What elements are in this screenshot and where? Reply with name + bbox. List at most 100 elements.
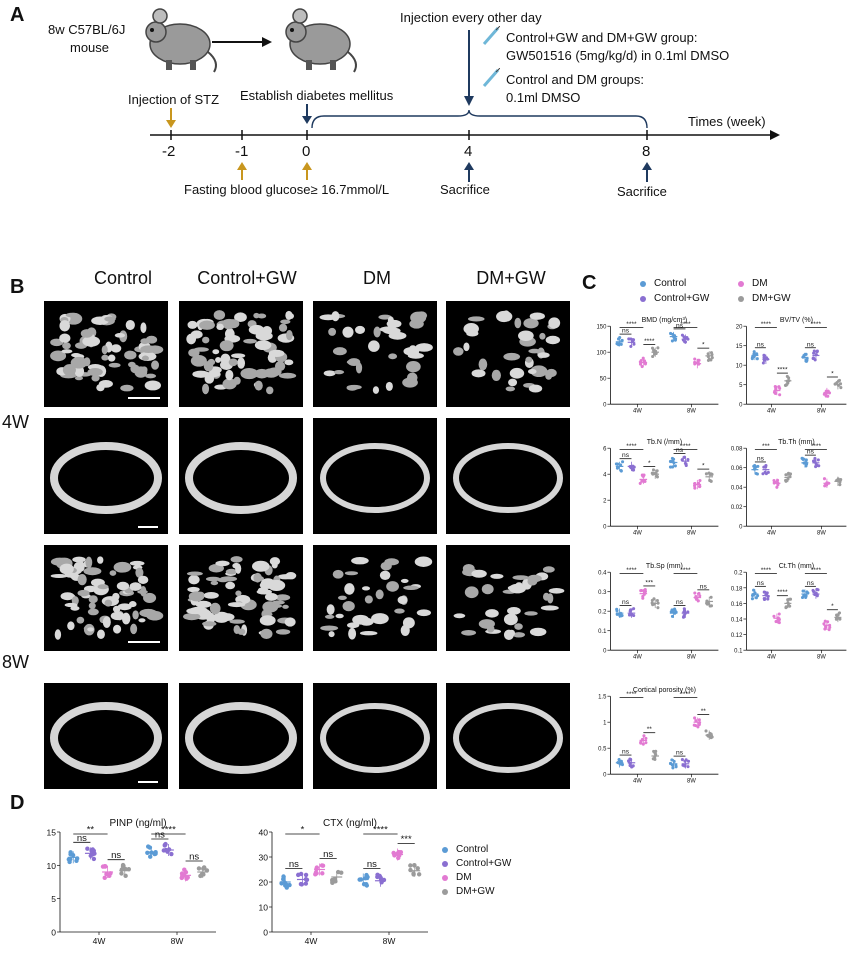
data-point xyxy=(287,882,292,888)
chart-title: CTX (ng/ml) xyxy=(323,818,377,829)
data-point xyxy=(783,605,788,609)
column-header-dm: DM xyxy=(363,268,391,288)
significance-label: ns xyxy=(676,599,684,606)
significance-label: ns xyxy=(622,327,630,334)
y-tick-label: 0 xyxy=(739,402,743,408)
row-header-4w: 4W xyxy=(2,412,29,432)
data-point xyxy=(642,734,646,738)
scale-bar xyxy=(128,641,160,643)
x-tick-label: 8W xyxy=(171,936,184,946)
data-point xyxy=(750,356,754,360)
scale-bar xyxy=(138,526,158,528)
y-tick-label: 5 xyxy=(739,383,743,389)
data-point xyxy=(91,856,97,862)
trabecular-bone-ct-image xyxy=(179,545,303,651)
data-point xyxy=(638,588,642,592)
data-point xyxy=(804,359,808,363)
cortical-bone-ct-image xyxy=(179,683,303,789)
data-point xyxy=(303,872,309,878)
chart-title: Tb.Th (mm) xyxy=(778,439,815,446)
data-point xyxy=(777,386,781,390)
y-tick-label: 0.3 xyxy=(598,590,607,596)
y-tick-label: 5 xyxy=(51,894,56,904)
data-point xyxy=(631,764,635,768)
scale-bar xyxy=(128,397,160,399)
chart-title: Ct.Th (mm) xyxy=(778,563,813,570)
legend-label: DM xyxy=(752,278,768,289)
data-point xyxy=(773,384,777,388)
data-point xyxy=(823,624,827,629)
data-point xyxy=(772,614,776,618)
data-point xyxy=(655,605,660,610)
legend-dot xyxy=(442,860,448,867)
significance-label: ns xyxy=(756,580,764,587)
y-tick-label: 0 xyxy=(603,648,607,654)
data-point xyxy=(626,759,630,763)
significance-label: **** xyxy=(626,443,637,450)
significance-label: ns xyxy=(806,580,814,587)
significance-label: ns xyxy=(676,447,684,454)
legend-c-dm-gw: DM+GW xyxy=(738,293,791,304)
data-point xyxy=(632,342,636,346)
data-point xyxy=(655,346,660,350)
y-tick-label: 0 xyxy=(739,524,743,530)
significance-label: **** xyxy=(760,321,771,328)
data-point xyxy=(620,460,624,464)
tick-8: 8 xyxy=(642,143,651,160)
x-tick-label: 8W xyxy=(817,530,826,536)
times-axis-label: Times (week) xyxy=(688,114,766,129)
y-tick-label: 150 xyxy=(596,324,607,330)
data-point xyxy=(801,589,805,593)
legend-dot xyxy=(442,874,448,881)
significance-label: ns xyxy=(756,455,764,462)
significance-label: ** xyxy=(646,726,652,733)
data-point xyxy=(631,338,635,342)
y-tick-label: 20 xyxy=(735,324,742,330)
x-tick-label: 4W xyxy=(93,936,106,946)
data-point xyxy=(320,871,325,876)
data-point xyxy=(697,718,701,722)
y-tick-label: 0 xyxy=(603,772,607,778)
y-tick-label: 0 xyxy=(51,928,56,938)
significance-label: ns xyxy=(622,452,630,459)
significance-label: *** xyxy=(401,834,412,845)
data-point xyxy=(619,469,623,473)
fasting-glucose-label: Fasting blood glucose≥ 16.7mmol/L xyxy=(184,182,390,197)
data-point xyxy=(762,590,766,594)
significance-label: **** xyxy=(373,825,388,836)
data-point xyxy=(692,716,696,720)
data-point xyxy=(148,854,153,859)
data-point xyxy=(628,609,632,613)
legend-c-control-gw: Control+GW xyxy=(640,293,709,304)
significance-label: **** xyxy=(626,321,637,328)
data-point xyxy=(786,471,790,475)
data-point xyxy=(620,613,624,617)
mouse-label-line2: mouse xyxy=(70,40,110,55)
legend-c-control: Control xyxy=(640,278,686,289)
column-header-control-gw: Control+GW xyxy=(197,268,297,288)
data-point xyxy=(119,871,124,876)
data-point xyxy=(85,846,90,851)
data-point xyxy=(123,873,128,879)
data-point xyxy=(628,763,632,767)
significance-label: **** xyxy=(644,338,655,345)
data-point xyxy=(801,457,805,461)
column-header-dm-gw: DM+GW xyxy=(476,268,546,288)
significance-label: **** xyxy=(626,691,637,698)
data-point xyxy=(281,874,286,879)
legend-dot xyxy=(738,280,744,287)
x-tick-label: 8W xyxy=(687,530,696,536)
data-point xyxy=(145,850,150,855)
data-point xyxy=(303,881,309,886)
injection-every-label: Injection every other day xyxy=(400,10,542,25)
significance-label: ns xyxy=(699,583,707,590)
data-point xyxy=(750,596,754,601)
cortical-bone-ct-image xyxy=(446,683,570,789)
trabecular-bone-ct-image xyxy=(179,301,303,407)
data-point xyxy=(179,875,184,881)
y-tick-label: 0.18 xyxy=(730,586,742,592)
data-point xyxy=(775,478,779,482)
